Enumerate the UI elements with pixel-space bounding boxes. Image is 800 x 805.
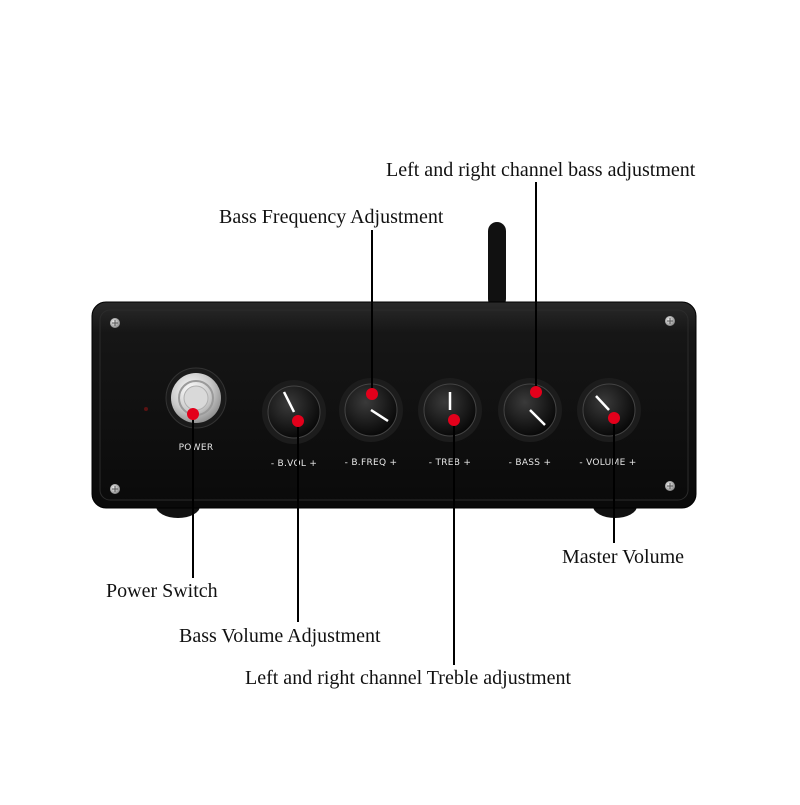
marker-dot: [292, 415, 304, 427]
knob-label-volume: - VOLUME +: [579, 458, 636, 468]
callout-power-switch: Power Switch: [106, 580, 218, 602]
knob-label-b-vol: - B.VOL +: [271, 459, 317, 469]
knob-indicator: [282, 391, 296, 413]
markers: [187, 386, 620, 427]
callout-master-volume: Master Volume: [562, 546, 685, 568]
power-switch[interactable]: [165, 367, 227, 429]
power-label: POWER: [179, 443, 214, 453]
screw-icon: [665, 316, 675, 326]
front-panel: [99, 309, 689, 501]
knob-label-b-freq: - B.FREQ +: [345, 458, 398, 468]
power-led: [144, 407, 148, 411]
callout-bass-volume: Bass Volume Adjustment: [179, 625, 381, 647]
marker-dot: [530, 386, 542, 398]
antenna: [488, 222, 506, 308]
marker-dot: [448, 414, 460, 426]
screw-icon: [110, 484, 120, 494]
knob-b-vol[interactable]: [262, 380, 326, 444]
knob-treb[interactable]: [418, 378, 482, 442]
leader-lines: [192, 182, 615, 665]
knob-label-bass: - BASS +: [509, 458, 552, 468]
knob-indicator: [529, 409, 546, 426]
marker-dot: [608, 412, 620, 424]
callout-bass-lr: Left and right channel bass adjustment: [386, 159, 696, 181]
knob-indicator: [595, 395, 610, 411]
screw-icon: [665, 481, 675, 491]
screw-icon: [110, 318, 120, 328]
marker-dot: [366, 388, 378, 400]
knob-indicator: [370, 408, 389, 423]
callout-treble-lr: Left and right channel Treble adjustment: [245, 667, 572, 689]
knob-label-treb: - TREB +: [429, 458, 472, 468]
knob-bass[interactable]: [498, 378, 562, 442]
callout-bass-freq: Bass Frequency Adjustment: [219, 206, 444, 228]
knob-volume[interactable]: [577, 378, 641, 442]
marker-dot: [187, 408, 199, 420]
